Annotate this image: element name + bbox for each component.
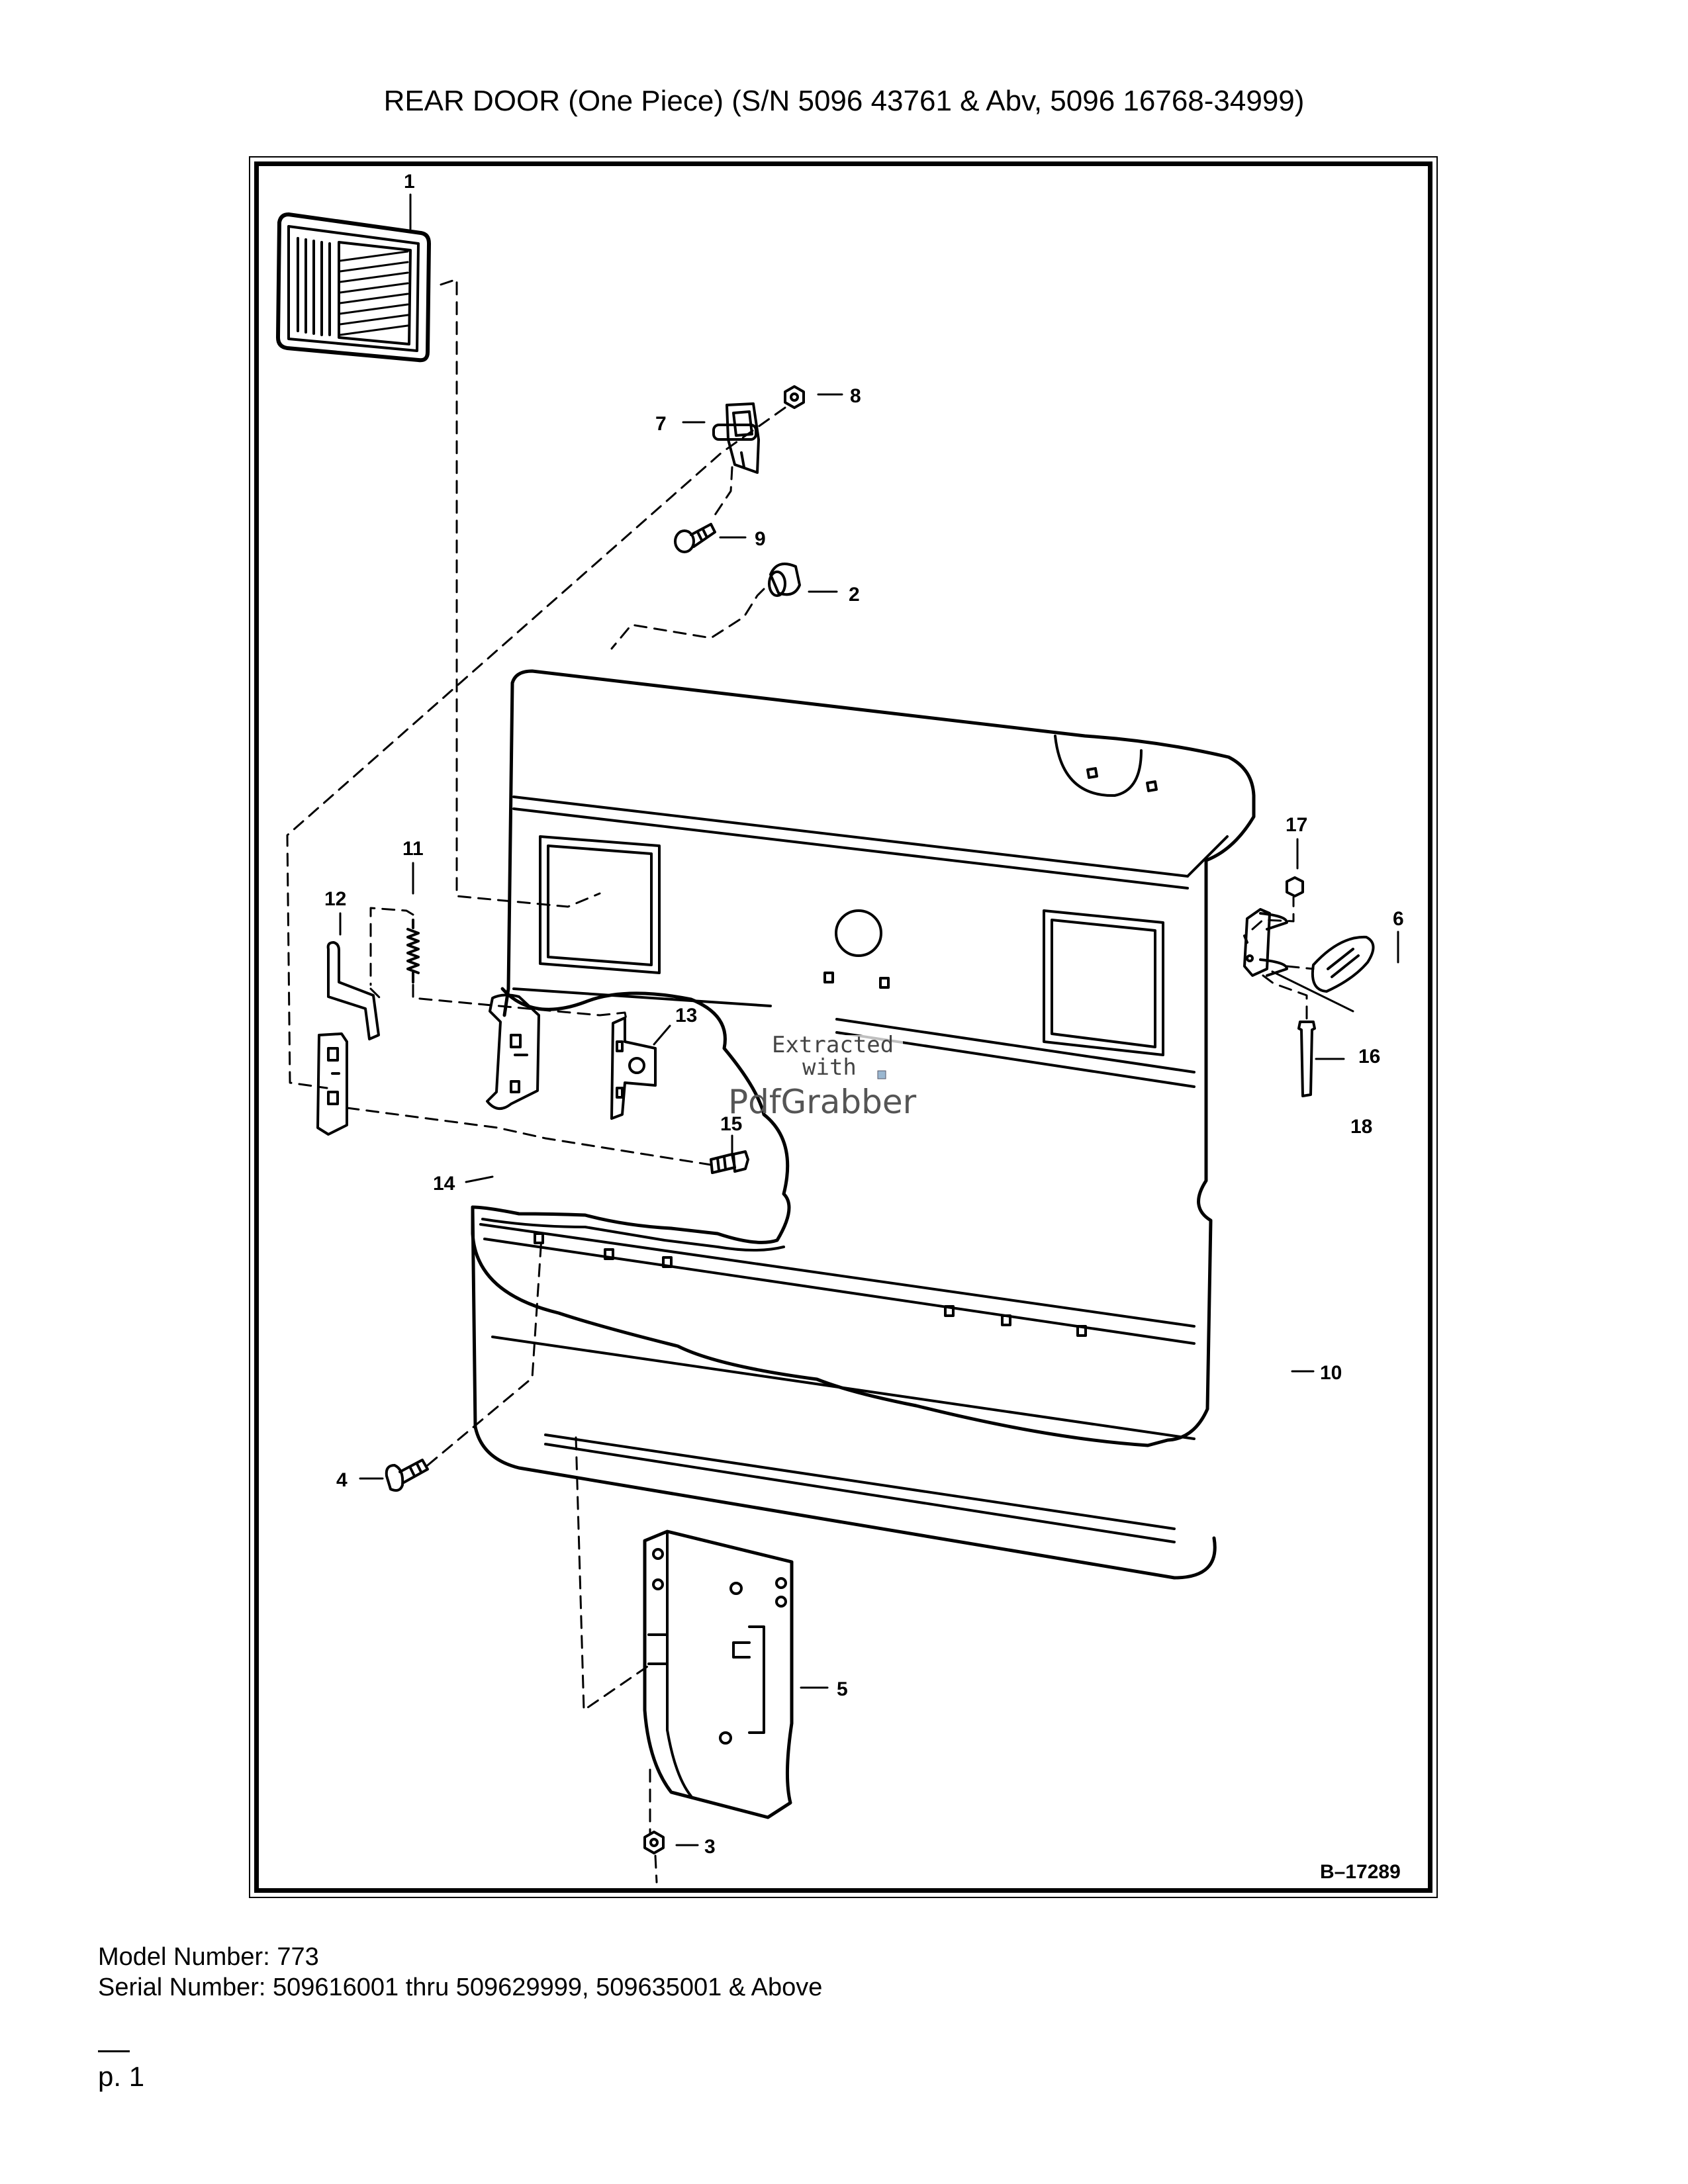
latch-bracket-14 bbox=[486, 993, 540, 1110]
callout-11: 11 bbox=[402, 838, 424, 860]
model-number: Model Number: 773 bbox=[98, 1943, 319, 1971]
bolt-15 bbox=[710, 1150, 749, 1174]
callout-3: 3 bbox=[704, 1836, 716, 1858]
hinge-plate-6 bbox=[1311, 935, 1375, 993]
callout-10: 10 bbox=[1320, 1362, 1342, 1384]
latch-plate-13 bbox=[610, 1017, 657, 1120]
watermark-logo: PdfGrabber bbox=[728, 1083, 917, 1121]
callout-5: 5 bbox=[837, 1678, 848, 1700]
hinge-bracket-16 bbox=[1243, 908, 1288, 977]
latch-striker bbox=[712, 402, 760, 474]
dashed-leader-lines bbox=[286, 278, 1315, 1884]
callout-7: 7 bbox=[655, 413, 667, 435]
callout-14: 14 bbox=[433, 1173, 455, 1195]
carriage-bolt-9 bbox=[674, 523, 716, 553]
callout-12: 12 bbox=[324, 888, 346, 910]
watermark-line2: with bbox=[802, 1054, 857, 1081]
watermark-line1: Extracted bbox=[772, 1032, 894, 1058]
callout-6: 6 bbox=[1393, 908, 1404, 930]
spring-11 bbox=[406, 919, 420, 983]
bumper-2 bbox=[768, 563, 801, 597]
hinge-pin-18 bbox=[1297, 1021, 1316, 1097]
vent-grille bbox=[276, 212, 431, 363]
page-separator bbox=[98, 2050, 130, 2052]
watermark: Extracted with PdfGrabber bbox=[728, 1032, 917, 1121]
exploded-parts-diagram: 1 2 3 4 5 6 7 8 9 10 11 12 13 14 15 16 1… bbox=[276, 171, 1404, 1884]
callout-2: 2 bbox=[849, 584, 860, 606]
page-number: p. 1 bbox=[98, 2061, 145, 2092]
page-title: REAR DOOR (One Piece) (S/N 5096 43761 & … bbox=[383, 85, 1305, 117]
bolt-4 bbox=[385, 1459, 429, 1492]
drawing-code: B–17289 bbox=[1320, 1861, 1401, 1883]
callout-numbers: 1 2 3 4 5 6 7 8 9 10 11 12 13 14 15 16 1… bbox=[324, 171, 1404, 1858]
serial-number: Serial Number: 509616001 thru 509629999,… bbox=[98, 1974, 823, 2001]
callout-9: 9 bbox=[755, 528, 766, 550]
callout-18: 18 bbox=[1350, 1116, 1372, 1138]
diagram-frame bbox=[254, 161, 1432, 1893]
callout-8: 8 bbox=[850, 385, 861, 407]
callout-1: 1 bbox=[404, 171, 415, 193]
callout-16: 16 bbox=[1358, 1046, 1380, 1068]
nut-17 bbox=[1286, 876, 1304, 897]
callout-4: 4 bbox=[336, 1469, 348, 1491]
callout-15: 15 bbox=[720, 1113, 742, 1135]
watermark-icon bbox=[877, 1070, 886, 1079]
latch-assembly bbox=[316, 1032, 348, 1136]
diagram-frame-outer bbox=[249, 156, 1438, 1898]
rear-door-panel bbox=[471, 669, 1256, 1580]
nut-8 bbox=[784, 385, 805, 409]
latch-rod-12 bbox=[326, 941, 380, 1040]
nut-3 bbox=[643, 1831, 665, 1854]
cover-plate-5 bbox=[643, 1529, 794, 1819]
callout-13: 13 bbox=[675, 1005, 697, 1026]
callout-leaders bbox=[339, 193, 1399, 1846]
callout-17: 17 bbox=[1286, 814, 1307, 836]
